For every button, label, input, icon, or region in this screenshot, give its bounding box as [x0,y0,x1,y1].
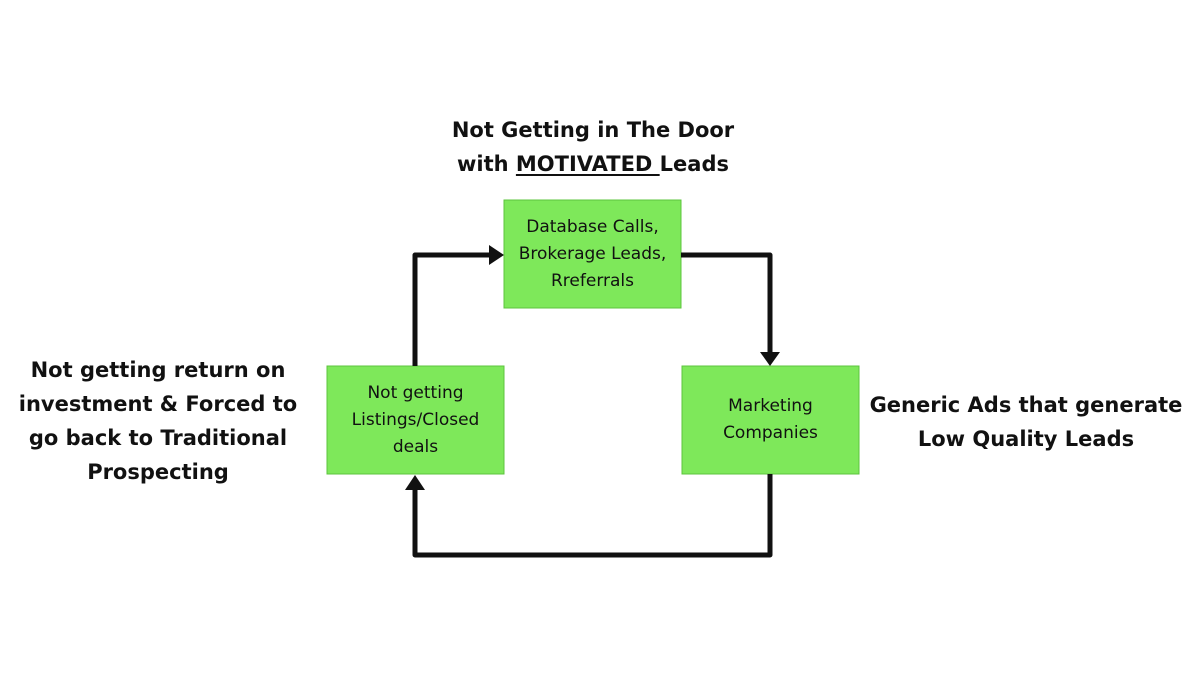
label-top-line2: with MOTIVATED Leads [443,147,743,181]
arrow-head-down [760,352,780,366]
label-top-emphasis: MOTIVATED [515,152,660,176]
label-right-line2: Low Quality Leads [917,427,1135,451]
label-top-line2-suffix: Leads [659,152,729,176]
node-top-text: Database Calls, Brokerage Leads, Rreferr… [504,200,681,308]
label-left-line3: go back to Traditional [28,426,288,450]
node-left-text: Not getting Listings/Closed deals [327,366,504,474]
arrow-left-to-top [412,252,495,366]
label-top-line2-prefix: with [457,152,516,176]
arrow-head-up [405,475,425,490]
node-right-text: Marketing Companies [682,366,859,474]
arrow-top-to-right [681,252,773,357]
label-left-line1: Not getting return on [30,358,286,382]
label-left-line4: Prospecting [87,460,229,484]
arrow-head-right [489,245,504,265]
node-top-box [503,199,682,309]
label-right: Generic Ads that generate Low Quality Le… [866,388,1186,456]
label-left-line2: investment & Forced to [18,392,298,416]
label-top: Not Getting in The Door with MOTIVATED L… [443,113,743,181]
node-top-label: Database Calls, Brokerage Leads, Rreferr… [518,216,667,291]
label-right-line1: Generic Ads that generate [869,393,1183,417]
node-left-label: Not getting Listings/Closed deals [351,382,480,457]
label-top-line1: Not Getting in The Door [451,118,735,142]
node-right-box [681,365,860,475]
node-right-label: Marketing Companies [723,396,818,443]
arrow-right-to-left [412,474,773,558]
label-left: Not getting return on investment & Force… [8,353,308,489]
